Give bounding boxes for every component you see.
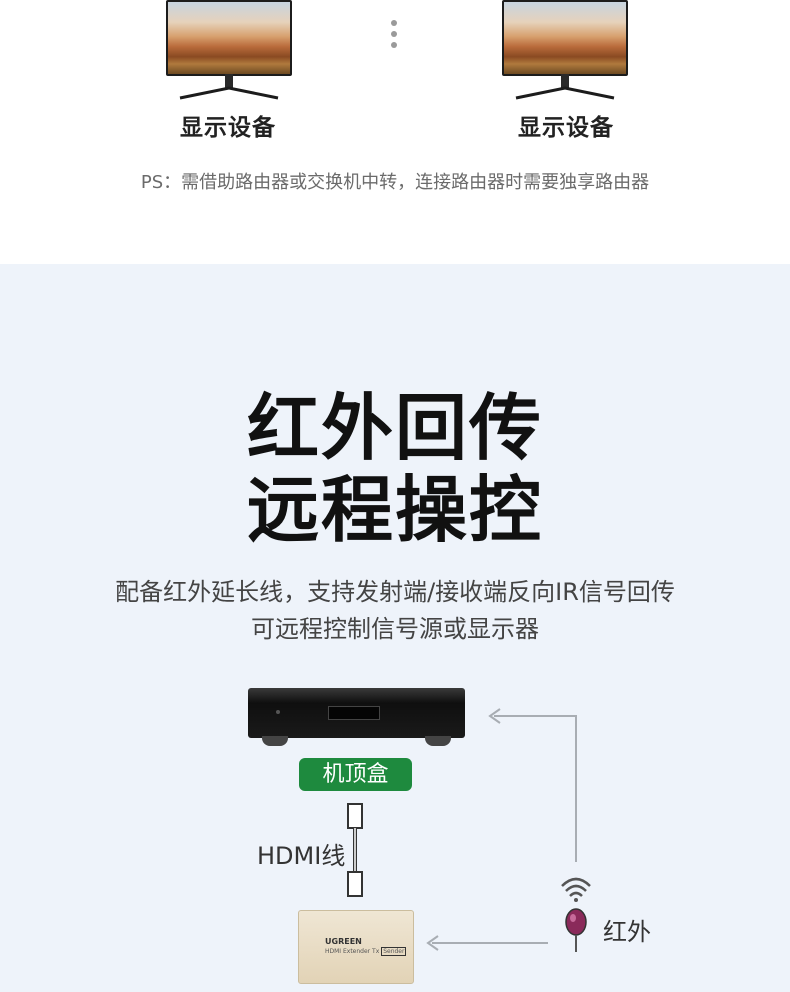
sender-brand: UGREEN: [325, 937, 362, 946]
more-dots-icon: [391, 20, 399, 53]
headline-line-2: 远程操控: [246, 468, 543, 552]
sender-tag: Sender: [381, 947, 407, 956]
ir-return-arrow: [494, 715, 577, 862]
ir-emitter-icon: [565, 908, 587, 952]
monitor-icon: [502, 0, 628, 102]
ps-note: PS：需借助路由器或交换机中转，连接路由器时需要独享路由器: [140, 172, 650, 193]
display-device-label: 显示设备: [180, 115, 276, 141]
set-top-box-image: [248, 688, 465, 746]
sender-model: HDMI Extender Tx: [325, 948, 380, 955]
ir-label: 红外: [603, 918, 651, 946]
wifi-signal-icon: [561, 877, 591, 902]
top-section: 显示设备 显示设备 PS：需借助路由器或交换机中转，连接路由器时需要独享路由器: [0, 0, 790, 264]
monitor-icon: [166, 0, 292, 102]
hdmi-cable-label: HDMI线: [257, 842, 346, 870]
ir-feature-section: [0, 264, 790, 992]
display-device-label: 显示设备: [518, 115, 614, 141]
hdmi-plug-bottom-icon: [347, 871, 363, 897]
feature-desc-line-1: 配备红外延长线，支持发射端/接收端反向IR信号回传: [115, 578, 675, 606]
headline-line-1: 红外回传: [246, 386, 543, 470]
set-top-box-tag: 机顶盒: [299, 758, 412, 791]
hdmi-sender-device: UGREEN HDMI Extender Tx Sender: [298, 910, 414, 984]
hdmi-plug-top-icon: [347, 803, 363, 829]
feature-desc-line-2: 可远程控制信号源或显示器: [251, 615, 539, 643]
